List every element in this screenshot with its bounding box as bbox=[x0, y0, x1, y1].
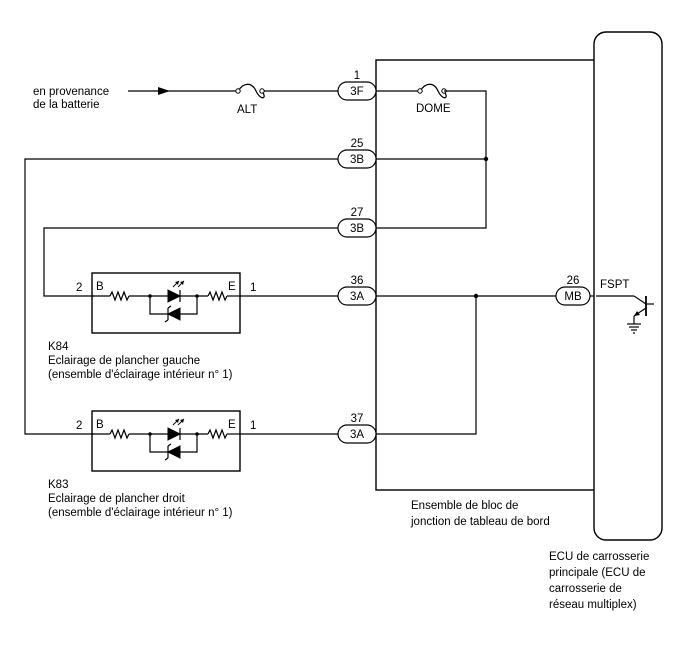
alt-fuse-label: ALT bbox=[237, 104, 257, 116]
k83-name: Eclairage de plancher droit bbox=[48, 493, 186, 505]
svg-text:3F: 3F bbox=[350, 86, 363, 98]
svg-text:B: B bbox=[96, 281, 104, 293]
svg-text:MB: MB bbox=[564, 291, 582, 303]
splice-dot bbox=[483, 156, 489, 162]
connector-1: 1 3F bbox=[337, 70, 377, 101]
k84-lamp-assembly: 2 B E 1 bbox=[76, 272, 256, 334]
svg-text:3B: 3B bbox=[350, 154, 364, 166]
ecu-label-line1: ECU de carrosserie bbox=[549, 551, 649, 563]
svg-text:1: 1 bbox=[250, 282, 256, 294]
k83-desc: (ensemble d'éclairage intérieur n° 1) bbox=[48, 507, 233, 519]
battery-label-line2: de la batterie bbox=[33, 99, 100, 111]
ecu-label-line3: carrosserie de bbox=[549, 583, 622, 595]
ecu-signal-label: FSPT bbox=[600, 279, 629, 291]
battery-label-line1: en provenance bbox=[33, 86, 109, 98]
svg-text:3A: 3A bbox=[350, 291, 364, 303]
battery-arrow-icon bbox=[158, 87, 170, 95]
junction-block-label-line2: jonction de tableau de bord bbox=[410, 516, 550, 528]
body-ecu bbox=[593, 31, 663, 541]
connector-25: 25 3B bbox=[337, 138, 377, 169]
svg-text:36: 36 bbox=[351, 275, 364, 287]
svg-text:37: 37 bbox=[351, 413, 364, 425]
svg-text:3B: 3B bbox=[350, 223, 364, 235]
svg-text:3A: 3A bbox=[350, 429, 364, 441]
svg-text:2: 2 bbox=[76, 282, 82, 294]
svg-text:25: 25 bbox=[351, 138, 364, 150]
connector-36: 36 3A bbox=[337, 275, 377, 306]
connector-37: 37 3A bbox=[337, 413, 377, 444]
splice-dot bbox=[473, 293, 479, 299]
k83-lamp-assembly: 2 B E 1 bbox=[76, 410, 256, 472]
k84-id: K84 bbox=[48, 341, 69, 353]
ground-icon bbox=[627, 323, 641, 334]
svg-text:2: 2 bbox=[76, 420, 82, 432]
connector-27: 27 3B bbox=[337, 207, 377, 238]
ecu-transistor-icon bbox=[596, 295, 654, 324]
k84-desc: (ensemble d'éclairage intérieur n° 1) bbox=[48, 369, 233, 381]
k84-name: Eclairage de plancher gauche bbox=[48, 355, 200, 367]
ecu-label-line2: principale (ECU de bbox=[549, 567, 646, 579]
alt-fuse-icon bbox=[237, 83, 265, 99]
svg-text:E: E bbox=[228, 419, 236, 431]
ecu-label-line4: réseau multiplex) bbox=[549, 599, 637, 611]
connector-26: 26 MB bbox=[555, 275, 591, 306]
svg-text:26: 26 bbox=[567, 275, 580, 287]
svg-text:1: 1 bbox=[250, 420, 256, 432]
junction-block-label-line1: Ensemble de bloc de bbox=[411, 500, 518, 512]
k83-id: K83 bbox=[48, 479, 68, 491]
dome-fuse-icon bbox=[419, 83, 447, 99]
svg-text:1: 1 bbox=[354, 70, 360, 82]
dome-fuse-label: DOME bbox=[416, 103, 451, 115]
svg-text:B: B bbox=[96, 419, 104, 431]
svg-text:27: 27 bbox=[351, 207, 364, 219]
svg-text:E: E bbox=[228, 281, 236, 293]
